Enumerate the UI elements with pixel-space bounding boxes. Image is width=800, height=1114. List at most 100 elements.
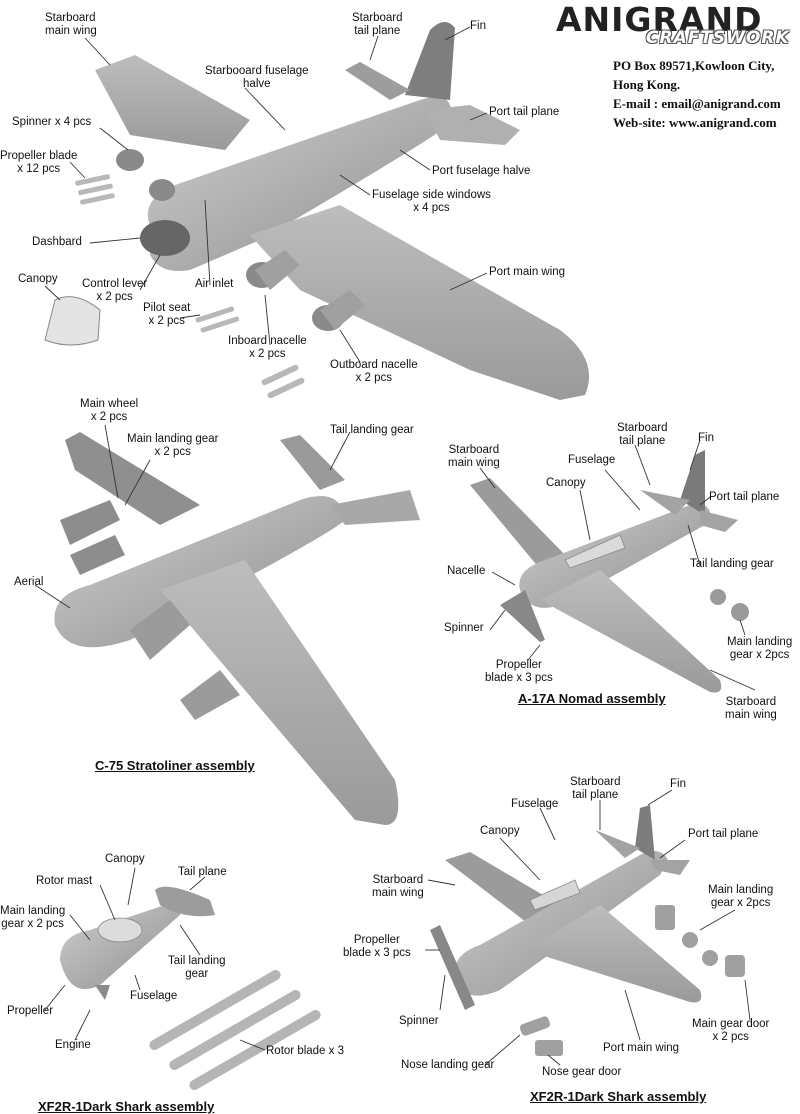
address-line2: Hong Kong. [613,77,681,92]
label-shark-spinner: Spinner [399,1015,439,1027]
label-nomad-port-tail-plane: Port tail plane [709,491,780,503]
label-port-fuselage: Port fuselage halve [432,165,531,177]
nomad-tailplanes [640,490,738,532]
gyro-tail [155,886,215,917]
caption-stratoliner: C-75 Stratoliner assembly [95,758,255,773]
label-dashbard: Dashbard [32,236,82,248]
label-gyro-propeller: Propeller [7,1005,54,1017]
rotor-blades-part [149,970,321,1090]
caption-nomad: A-17A Nomad assembly [518,691,666,706]
label-nomad-canopy: Canopy [546,477,586,489]
port-main-wing-part [250,205,590,400]
starboard-tailplane-part [345,62,410,100]
label-nomad-fin: Fin [698,432,714,444]
shark-fuselage [454,851,668,996]
autogiro-assembled [60,886,321,1090]
strat-port-wing [160,560,399,825]
label-gyro-rotor-blade: Rotor blade x 3 [266,1045,344,1057]
label-shark-canopy: Canopy [480,825,520,837]
shark-small-parts [519,905,745,1056]
nomad-wheels [710,589,749,621]
label-gyro-rotor-mast: Rotor mast [36,875,93,887]
stratoliner-assembled [54,432,420,825]
label-shark-nose-gear-door: Nose gear door [542,1066,622,1078]
label-nomad-fuselage: Fuselage [568,454,616,466]
label-gyro-tail-plane: Tail plane [178,866,227,878]
label-aerial: Aerial [14,576,44,588]
label-spinner: Spinner x 4 pcs [12,116,92,128]
gyro-canopy [97,917,143,943]
label-air-inlet: Air inlet [195,278,234,290]
cockpit-opening [140,220,190,256]
label-nomad-nacelle: Nacelle [447,565,486,577]
shark-starboard-wing [445,852,560,925]
port-tailplane-part [425,105,520,145]
label-gyro-canopy: Canopy [105,853,145,865]
label-port-tail-plane: Port tail plane [489,106,560,118]
label-canopy: Canopy [18,273,58,285]
nomad-fuselage [519,503,710,608]
label-gyro-engine: Engine [55,1039,91,1051]
strat-left-nacelles [60,500,125,575]
leader-lines [34,26,756,1066]
nomad-propeller [500,590,545,642]
shark-port-wing [525,905,702,1003]
brand-subtitle: CRAFTSWORK [646,28,790,48]
strat-inner-nacelle [130,600,190,660]
label-shark-port-main-wing: Port main wing [603,1042,680,1054]
label-gyro-fuselage: Fuselage [130,990,178,1002]
address-web: Web-site: www.anigrand.com [613,115,777,130]
label-fin: Fin [470,20,486,32]
gyro-fuselage [60,903,180,990]
address-email: E-mail : email@anigrand.com [613,96,781,111]
label-nomad-tail-landing-gear: Tail landing gear [690,558,774,570]
address-line1: PO Box 89571,Kowloon City, [613,58,775,73]
starboard-main-wing-part [95,55,250,150]
label-tail-landing-gear: Tail landing gear [330,424,414,436]
label-port-main-wing: Port main wing [489,266,566,278]
blades-part [75,174,305,399]
darkshark-assembled [430,805,745,1056]
label-nomad-spinner: Spinner [444,622,484,634]
label-shark-nose-landing-gear: Nose landing gear [401,1059,495,1071]
shark-propeller [430,925,475,1010]
strat-tailplane [330,490,420,525]
nomad-assembled [470,450,749,693]
strat-starboard-wing [65,432,200,525]
strat-fuselage [54,496,345,648]
label-shark-fin: Fin [670,778,686,790]
stratoliner-exploded [44,21,590,400]
nomad-port-wing [540,570,722,693]
label-shark-fuselage: Fuselage [511,798,559,810]
fuselage-part [147,96,455,271]
nacelles-part [255,250,365,330]
canopy-part [44,296,101,346]
nomad-starboard-wing [470,478,570,575]
brand-logo: ANIGRAND [556,0,763,39]
strat-fin [280,435,345,490]
strat-outer-nacelle [180,670,240,720]
nomad-canopy [564,534,626,569]
caption-autogiro: XF2R-1Dark Shark assembly [38,1099,215,1114]
